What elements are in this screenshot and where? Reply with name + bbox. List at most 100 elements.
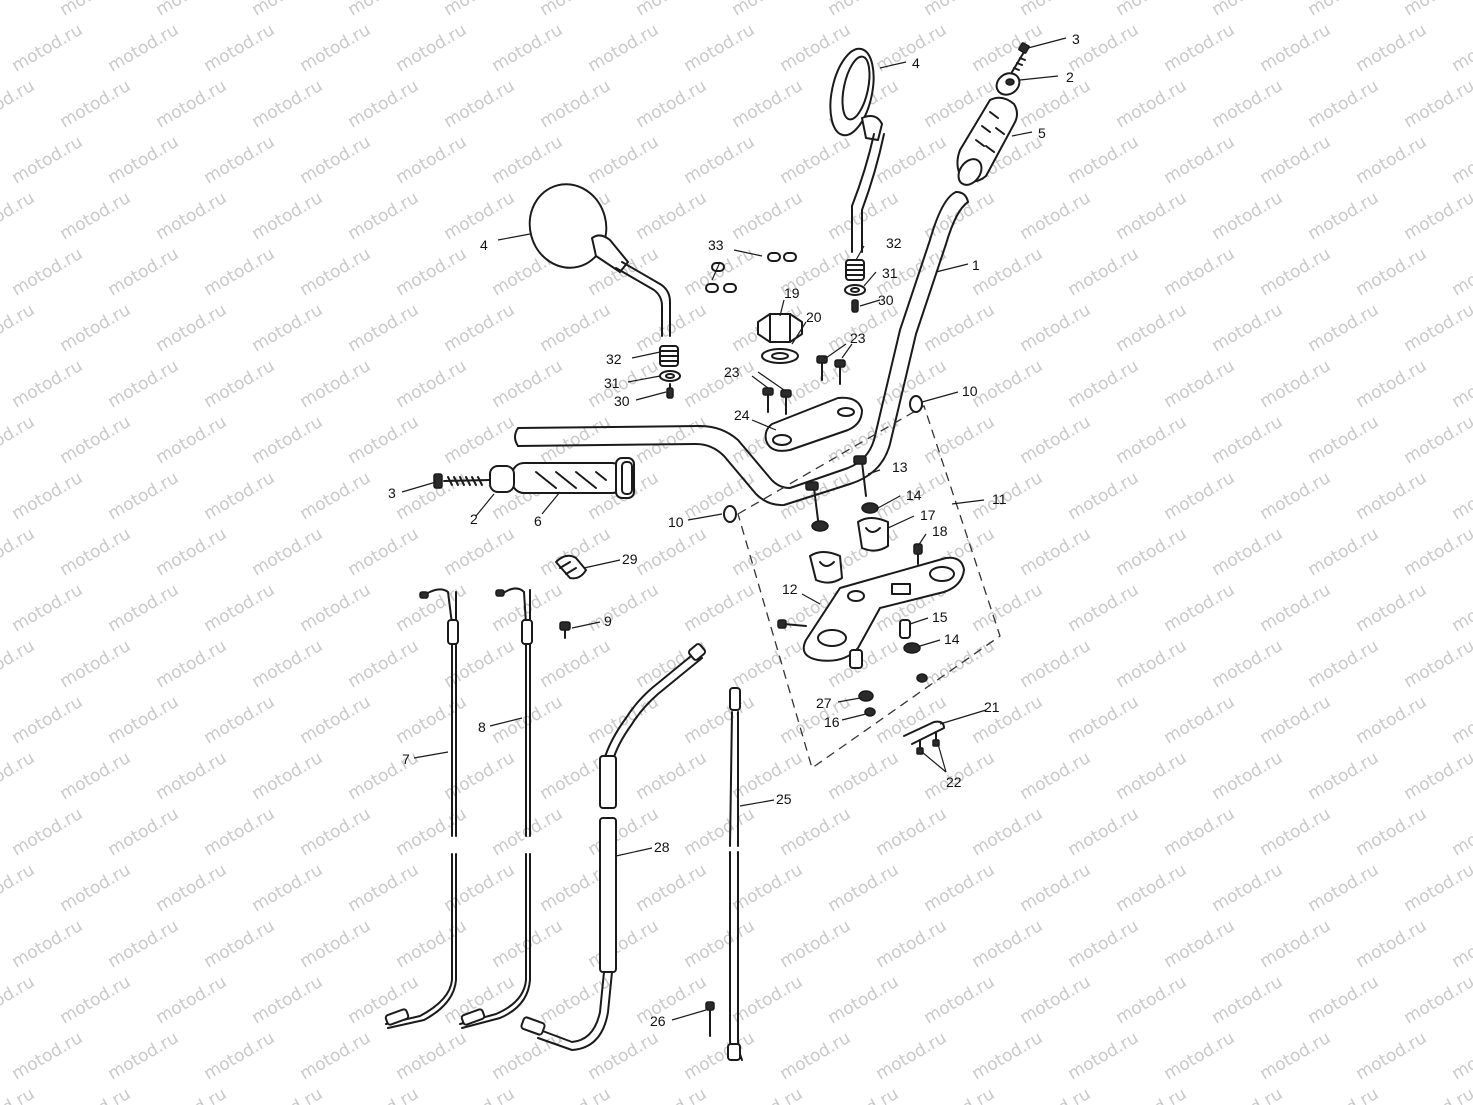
watermark-text: motod.ru bbox=[633, 188, 711, 244]
watermark-text: motod.ru bbox=[9, 580, 87, 636]
callout-26: 26 bbox=[650, 1013, 666, 1029]
watermark-text: motod.ru bbox=[153, 972, 231, 1028]
watermark-text: motod.ru bbox=[1065, 804, 1143, 860]
watermark-text: motod.ru bbox=[1065, 692, 1143, 748]
watermark-text: motod.ru bbox=[1065, 132, 1143, 188]
watermark-text: motod.ru bbox=[633, 972, 711, 1028]
callout-10: 10 bbox=[668, 514, 684, 530]
watermark-text: motod.ru bbox=[1161, 580, 1239, 636]
handlebar bbox=[514, 191, 969, 507]
watermark-text: motod.ru bbox=[777, 916, 855, 972]
callout-2: 2 bbox=[470, 511, 478, 527]
watermark-text: motod.ru bbox=[249, 860, 327, 916]
watermark-text: motod.ru bbox=[969, 916, 1047, 972]
handlebar-risers bbox=[809, 517, 889, 584]
watermark-text: motod.ru bbox=[249, 300, 327, 356]
watermark-text: motod.ru bbox=[393, 132, 471, 188]
callout-7: 7 bbox=[402, 751, 410, 767]
callout-2: 2 bbox=[1066, 69, 1074, 85]
watermark-text: motod.ru bbox=[297, 804, 375, 860]
watermark-text: motod.ru bbox=[777, 132, 855, 188]
watermark-text: motod.ru bbox=[1017, 300, 1095, 356]
watermark-text: motod.ru bbox=[1305, 412, 1383, 468]
watermark-text: motod.ru bbox=[393, 244, 471, 300]
callout-32: 32 bbox=[886, 235, 902, 251]
callout-3: 3 bbox=[388, 485, 396, 501]
watermark-text: motod.ru bbox=[249, 748, 327, 804]
watermark-text: motod.ru bbox=[825, 300, 903, 356]
watermark-text: motod.ru bbox=[729, 972, 807, 1028]
callout-21: 21 bbox=[984, 699, 1000, 715]
watermark-text: motod.ru bbox=[1305, 860, 1383, 916]
watermark-text: motod.ru bbox=[297, 916, 375, 972]
watermark-text: motod.ru bbox=[1161, 132, 1239, 188]
watermark-text: motod.ru bbox=[1209, 524, 1287, 580]
watermark-text: motod.ru bbox=[393, 468, 471, 524]
watermark-text: motod.ru bbox=[729, 1084, 807, 1105]
watermark-text: motod.ru bbox=[0, 412, 38, 468]
watermark-text: motod.ru bbox=[1449, 804, 1473, 860]
top-yoke-assembly-outline bbox=[737, 405, 1001, 770]
watermark-text: motod.ru bbox=[1017, 524, 1095, 580]
watermark-text: motod.ru bbox=[297, 468, 375, 524]
watermark-text: motod.ru bbox=[1209, 860, 1287, 916]
watermark-text: motod.ru bbox=[105, 356, 183, 412]
callout-18: 18 bbox=[932, 523, 948, 539]
callout-5: 5 bbox=[1038, 125, 1046, 141]
watermark-text: motod.ru bbox=[1449, 356, 1473, 412]
watermark-text: motod.ru bbox=[633, 1084, 711, 1105]
watermark-text: motod.ru bbox=[1065, 20, 1143, 76]
watermark-text: motod.ru bbox=[1257, 244, 1335, 300]
watermark-text: motod.ru bbox=[9, 132, 87, 188]
watermark-text: motod.ru bbox=[1161, 244, 1239, 300]
watermark-text: motod.ru bbox=[345, 76, 423, 132]
watermark-text: motod.ru bbox=[9, 804, 87, 860]
callout-6: 6 bbox=[534, 513, 542, 529]
watermark-text: motod.ru bbox=[1209, 1084, 1287, 1105]
watermark-text: motod.ru bbox=[201, 468, 279, 524]
watermark-text: motod.ru bbox=[345, 412, 423, 468]
watermark-text: motod.ru bbox=[1113, 860, 1191, 916]
watermark-text: motod.ru bbox=[1401, 524, 1473, 580]
watermark-text: motod.ru bbox=[1305, 1084, 1383, 1105]
watermark-text: motod.ru bbox=[105, 244, 183, 300]
watermark-text: motod.ru bbox=[537, 636, 615, 692]
callout-30: 30 bbox=[614, 393, 630, 409]
watermark-text: motod.ru bbox=[1305, 188, 1383, 244]
watermark-text: motod.ru bbox=[9, 20, 87, 76]
watermark-text: motod.ru bbox=[441, 188, 519, 244]
watermark-text: motod.ru bbox=[9, 468, 87, 524]
watermark-text: motod.ru bbox=[1113, 300, 1191, 356]
watermark-text: motod.ru bbox=[1449, 692, 1473, 748]
callout-23: 23 bbox=[850, 330, 866, 346]
watermark-text: motod.ru bbox=[249, 412, 327, 468]
callout-25: 25 bbox=[776, 791, 792, 807]
watermark-text: motod.ru bbox=[1305, 76, 1383, 132]
watermark-text: motod.ru bbox=[153, 0, 231, 20]
watermark-text: motod.ru bbox=[201, 244, 279, 300]
right-mirror bbox=[829, 47, 885, 253]
watermark-text: motod.ru bbox=[1113, 636, 1191, 692]
watermark-text: motod.ru bbox=[0, 972, 38, 1028]
watermark-text: motod.ru bbox=[9, 692, 87, 748]
watermark-text: motod.ru bbox=[9, 1028, 87, 1084]
watermark-text: motod.ru bbox=[441, 0, 519, 20]
watermark-text: motod.ru bbox=[681, 356, 759, 412]
watermark-text: motod.ru bbox=[105, 132, 183, 188]
watermark-text: motod.ru bbox=[297, 20, 375, 76]
watermark-text: motod.ru bbox=[9, 916, 87, 972]
watermark-text: motod.ru bbox=[1257, 468, 1335, 524]
watermark-text: motod.ru bbox=[57, 188, 135, 244]
callout-labels: 1 2 2 3 3 4 4 5 6 7 8 9 10 10 11 12 13 1… bbox=[388, 31, 1080, 1029]
watermark-text: motod.ru bbox=[921, 1084, 999, 1105]
watermark-text: motod.ru bbox=[633, 748, 711, 804]
watermark-text: motod.ru bbox=[249, 524, 327, 580]
watermark-text: motod.ru bbox=[201, 692, 279, 748]
watermark-text: motod.ru bbox=[1401, 972, 1473, 1028]
watermark-text: motod.ru bbox=[345, 300, 423, 356]
cable-clips bbox=[723, 395, 923, 523]
watermark-text: motod.ru bbox=[345, 0, 423, 20]
watermark-text: motod.ru bbox=[681, 804, 759, 860]
callout-29: 29 bbox=[622, 551, 638, 567]
callout-14: 14 bbox=[906, 487, 922, 503]
